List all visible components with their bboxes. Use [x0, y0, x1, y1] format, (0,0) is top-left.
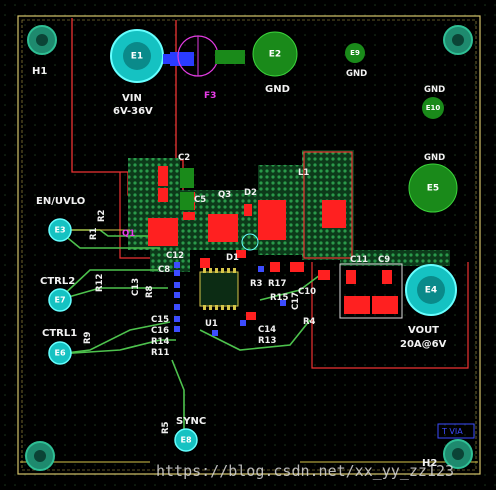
badge-text: T VIA	[441, 427, 463, 436]
pad-e9[interactable]: E9	[345, 43, 365, 63]
ctrl1-label: CTRL1	[42, 328, 77, 339]
refdes-r9: R9	[83, 331, 93, 344]
test-via	[241, 233, 259, 251]
e7-label: E7	[54, 296, 65, 305]
f3-label: F3	[204, 91, 216, 101]
ic-u1[interactable]	[199, 268, 239, 310]
sync-label: SYNC	[176, 416, 206, 427]
vout-label: VOUT	[408, 325, 439, 336]
c2-pad	[180, 168, 194, 188]
copper-pour-out	[340, 250, 450, 266]
refdes-c13: C13	[131, 278, 141, 296]
gnd-e9-label: GND	[346, 69, 367, 79]
gnd-e5-label: GND	[424, 153, 445, 163]
refdes-d2: D2	[244, 188, 257, 198]
vout-rating-label: 20A@6V	[400, 339, 447, 350]
refdes-c17: C17	[291, 292, 301, 310]
pad-e5[interactable]: E5	[408, 163, 458, 213]
mount-h1-label: H1	[32, 66, 47, 77]
refdes-l1: L1	[298, 168, 309, 178]
vin-label: VIN	[122, 93, 142, 104]
refdes-r2: R2	[97, 209, 107, 222]
cap-bank-outline	[339, 263, 403, 319]
refdes-r17: R17	[268, 279, 286, 289]
pad-e8[interactable]: E8	[174, 428, 198, 452]
refdes-c14: C14	[258, 325, 276, 335]
gnd-e10-label: GND	[424, 85, 445, 95]
pad-e1[interactable]: E1	[110, 29, 164, 83]
e4-label: E4	[425, 286, 437, 296]
e5-label: E5	[427, 184, 439, 194]
c2-pad-2	[180, 192, 194, 210]
refdes-c12: C12	[166, 251, 184, 261]
mount-h2-label: H2	[422, 458, 437, 469]
e10-label: E10	[426, 104, 441, 112]
watermark-url: https://blog.csdn.net/xx_yy_zz123	[156, 462, 454, 480]
smd-pads	[148, 166, 398, 320]
pad-e2[interactable]: E2	[252, 31, 298, 77]
layer-badge: T VIA	[437, 423, 475, 439]
refdes-c5: C5	[194, 195, 206, 205]
vin-range-label: 6V-36V	[113, 106, 153, 117]
refdes-r12: R12	[95, 274, 105, 292]
refdes-r5: R5	[161, 421, 171, 434]
pad-e3[interactable]: E3	[48, 218, 72, 242]
keepout-outline	[21, 19, 477, 471]
pad-e4[interactable]: E4	[405, 264, 457, 316]
refdes-u1: U1	[205, 319, 218, 329]
refdes-r15: R15	[270, 293, 288, 303]
refdes-r4: R4	[303, 317, 316, 327]
refdes-c8: C8	[158, 265, 170, 275]
refdes-q1: Q1	[122, 229, 135, 239]
refdes-c2: C2	[178, 153, 190, 163]
en-uvlo-label: EN/UVLO	[36, 196, 85, 207]
refdes-c15: C15	[151, 315, 169, 325]
refdes-r1: R1	[89, 227, 99, 240]
pad-e7[interactable]: E7	[48, 288, 72, 312]
l1-outline	[303, 151, 353, 259]
fuse-f3[interactable]: F3	[170, 35, 245, 101]
e2-label: E2	[269, 50, 281, 60]
refdes-c10: C10	[298, 287, 316, 297]
ctrl2-label: CTRL2	[40, 276, 75, 287]
refdes-q3: Q3	[218, 190, 231, 200]
refdes-r13: R13	[258, 336, 276, 346]
mounting-holes	[25, 25, 473, 471]
refdes-c11: C11	[350, 255, 368, 265]
e1-label: E1	[131, 52, 143, 62]
board-outline	[17, 15, 481, 475]
vout-pour-outline	[311, 262, 469, 369]
refdes-c16: C16	[151, 326, 169, 336]
e6-label: E6	[54, 349, 65, 358]
pad-e10[interactable]: E10	[422, 97, 444, 119]
e8-label: E8	[180, 436, 191, 445]
e3-label: E3	[54, 226, 65, 235]
e9-label: E9	[350, 49, 360, 57]
pad-e6[interactable]: E6	[48, 341, 72, 365]
fuse-f3-lead	[163, 54, 171, 64]
refdes-d1: D1	[226, 253, 239, 263]
refdes-r3: R3	[250, 279, 263, 289]
gnd-e2-label: GND	[265, 84, 290, 95]
refdes-r11: R11	[151, 348, 169, 358]
refdes-c9: C9	[378, 255, 390, 265]
refdes-r14: R14	[151, 337, 169, 347]
refdes-r8: R8	[145, 285, 155, 298]
